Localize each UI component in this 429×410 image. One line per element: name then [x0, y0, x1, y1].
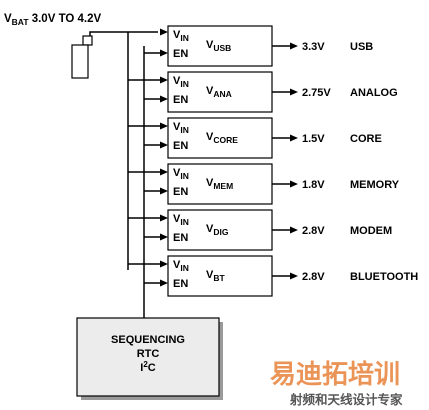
- en-pin-label: EN: [173, 186, 188, 198]
- sequencing-label: SEQUENCING: [111, 334, 185, 346]
- output-arrow: [290, 180, 298, 188]
- output-function: USB: [350, 41, 373, 53]
- output-function: ANALOG: [350, 87, 398, 99]
- vin-pin-label: VIN: [173, 213, 189, 227]
- regulator-row: VIN EN VMEM 1.8V MEMORY: [128, 163, 400, 205]
- vin-arrow: [160, 214, 168, 222]
- en-pin-label: EN: [173, 94, 188, 106]
- vin-arrow: [160, 260, 168, 268]
- output-function: BLUETOOTH: [350, 271, 418, 283]
- en-arrow: [160, 279, 168, 287]
- output-arrow: [290, 226, 298, 234]
- battery-icon: [71, 35, 93, 79]
- watermark: 易迪拓培训 射频和天线设计专家: [270, 360, 403, 407]
- vin-arrow: [160, 122, 168, 130]
- output-arrow: [290, 272, 298, 280]
- vin-arrow: [160, 168, 168, 176]
- regulator-name: VBT: [206, 269, 225, 283]
- output-voltage: 1.8V: [302, 179, 325, 191]
- regulator-name: VANA: [206, 85, 232, 99]
- supply-wires: [89, 28, 168, 318]
- output-voltage: 2.8V: [302, 225, 325, 237]
- output-voltage: 1.5V: [302, 133, 325, 145]
- vin-pin-label: VIN: [173, 167, 189, 181]
- regulator-name: VMEM: [206, 177, 233, 191]
- en-pin-label: EN: [173, 48, 188, 60]
- en-pin-label: EN: [173, 232, 188, 244]
- sequencing-block: SEQUENCING RTC I2C: [76, 317, 223, 400]
- en-arrow: [160, 187, 168, 195]
- regulator-row: VIN EN VANA 2.75V ANALOG: [128, 71, 398, 113]
- en-arrow: [160, 233, 168, 241]
- watermark-main: 易迪拓培训: [270, 360, 400, 390]
- en-arrow: [160, 49, 168, 57]
- regulator-block: [167, 71, 273, 113]
- regulator-row: VIN EN VBT 2.8V BLUETOOTH: [128, 255, 418, 297]
- output-arrow: [290, 88, 298, 96]
- output-function: MEMORY: [350, 179, 400, 191]
- en-pin-label: EN: [173, 278, 188, 290]
- vin-pin-label: VIN: [173, 75, 189, 89]
- regulator-name: VCORE: [206, 131, 238, 145]
- supply-label: VBAT 3.0V TO 4.2V: [4, 13, 102, 27]
- regulator-block: [167, 255, 273, 297]
- regulator-block: [167, 209, 273, 251]
- en-pin-label: EN: [173, 140, 188, 152]
- regulator-block: [167, 25, 273, 67]
- rtc-label: RTC: [137, 348, 160, 360]
- output-function: CORE: [350, 133, 382, 145]
- output-voltage: 3.3V: [302, 41, 325, 53]
- output-voltage: 2.75V: [302, 87, 331, 99]
- output-arrow: [290, 42, 298, 50]
- watermark-sub: 射频和天线设计专家: [289, 392, 403, 407]
- en-arrow: [160, 141, 168, 149]
- regulator-row: VIN EN VDIG 2.8V MODEM: [128, 209, 392, 251]
- regulator-row: VIN EN VUSB 3.3V USB: [144, 25, 373, 67]
- vin-pin-label: VIN: [173, 29, 189, 43]
- vin-pin-label: VIN: [173, 121, 189, 135]
- output-voltage: 2.8V: [302, 271, 325, 283]
- regulator-name: VDIG: [206, 223, 229, 237]
- en-arrow: [160, 95, 168, 103]
- vin-arrow: [160, 76, 168, 84]
- regulator-row: VIN EN VCORE 1.5V CORE: [128, 117, 382, 159]
- regulator-block: [167, 117, 273, 159]
- output-arrow: [290, 134, 298, 142]
- i2c-label: I2C: [140, 360, 156, 374]
- output-function: MODEM: [350, 225, 392, 237]
- vin-pin-label: VIN: [173, 259, 189, 273]
- regulator-name: VUSB: [206, 39, 231, 53]
